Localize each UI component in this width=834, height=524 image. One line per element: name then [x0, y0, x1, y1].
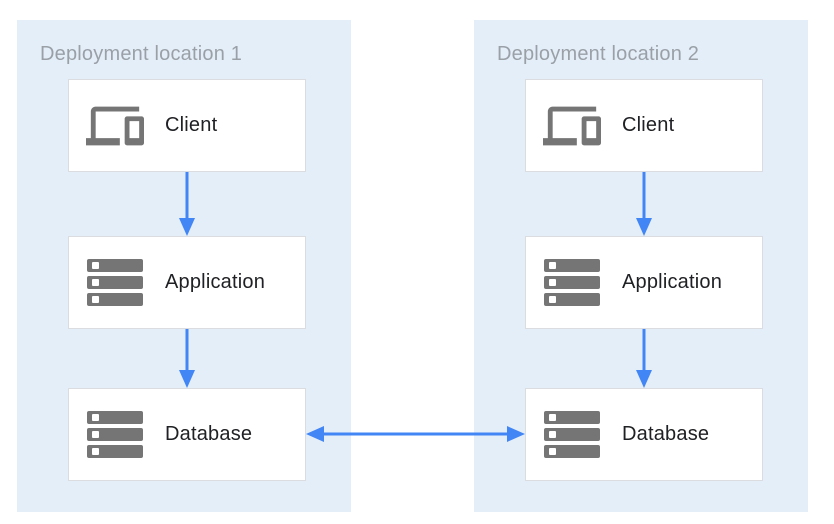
server-stack-icon: [542, 405, 602, 465]
deployment-panel-2: Deployment location 2 Client: [474, 20, 808, 512]
node-label: Client: [622, 114, 675, 136]
node-database-1: Database: [68, 388, 306, 481]
node-client-1: Client: [68, 79, 306, 172]
node-label: Database: [622, 423, 710, 445]
server-stack-icon: [85, 405, 145, 465]
node-client-2: Client: [525, 79, 763, 172]
devices-icon: [85, 96, 145, 156]
devices-icon: [542, 96, 602, 156]
node-label: Client: [165, 114, 218, 136]
node-application-1: Application: [68, 236, 306, 329]
server-stack-icon: [542, 253, 602, 313]
node-application-2: Application: [525, 236, 763, 329]
node-label: Database: [165, 423, 253, 445]
panel-title: Deployment location 2: [497, 43, 700, 65]
node-label: Application: [165, 271, 266, 293]
node-label: Application: [622, 271, 723, 293]
panel-title: Deployment location 1: [40, 43, 243, 65]
node-database-2: Database: [525, 388, 763, 481]
server-stack-icon: [85, 253, 145, 313]
deployment-panel-1: Deployment location 1 Client: [17, 20, 351, 512]
